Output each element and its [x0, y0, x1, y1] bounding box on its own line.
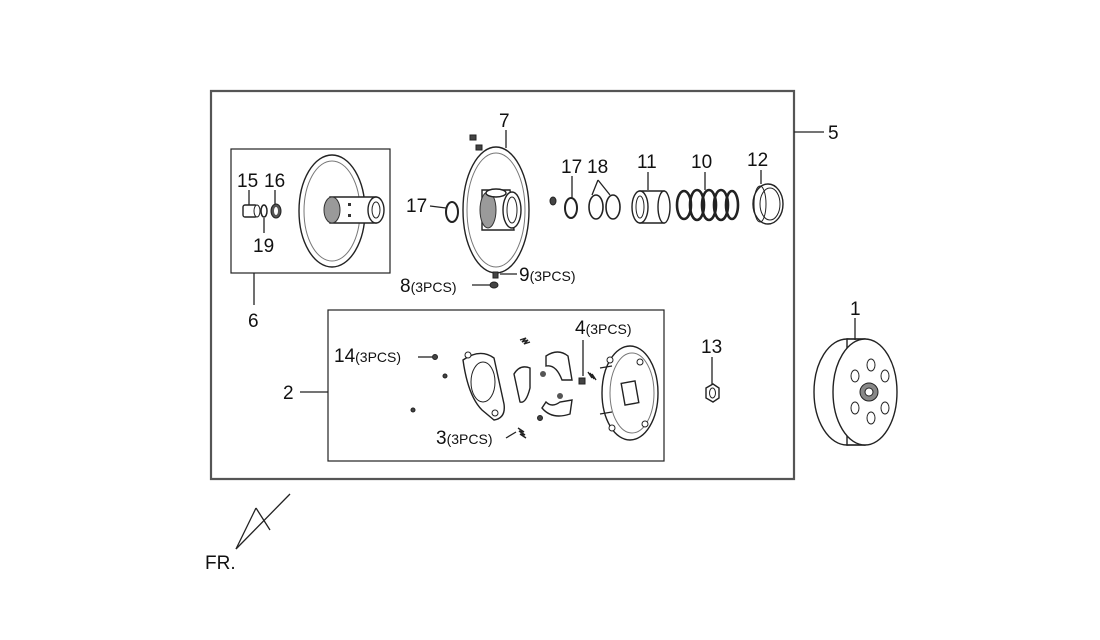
needle-bearing [242, 204, 261, 218]
oil-seal-small [270, 203, 282, 219]
assembly-frame [209, 89, 796, 481]
label-part-14: 14(3PCS) [334, 346, 401, 367]
seal-small-right [549, 196, 557, 206]
nut-13 [705, 383, 720, 403]
label-part-14-qty: (3PCS) [355, 349, 401, 365]
clutch-shoes [513, 351, 573, 417]
washers-14 [410, 354, 448, 413]
clutch-nuts-4 [578, 377, 586, 385]
label-part-3: 3(3PCS) [436, 428, 492, 449]
front-direction-label: FR. [205, 553, 236, 574]
label-part-17-right: 17 [561, 157, 582, 178]
label-part-5: 5 [828, 123, 839, 144]
clutch-backplate [599, 345, 659, 441]
o-rings-18 [588, 194, 621, 220]
label-part-6: 6 [248, 311, 259, 332]
label-part-8: 8(3PCS) [400, 276, 456, 297]
front-direction-arrow [235, 493, 291, 550]
circlip-small [260, 204, 268, 218]
label-part-4-number: 4 [575, 318, 586, 339]
clutch-springs [517, 337, 597, 439]
spring-seat-12 [752, 183, 784, 225]
label-part-8-qty: (3PCS) [411, 279, 457, 295]
label-part-11: 11 [637, 152, 657, 173]
label-part-16: 16 [264, 171, 285, 192]
clutch-outer-1 [813, 338, 898, 446]
label-part-9: 9(3PCS) [519, 265, 575, 286]
label-part-15: 15 [237, 171, 258, 192]
guide-roller-8 [489, 281, 499, 289]
label-part-7: 7 [499, 111, 510, 132]
label-part-12: 12 [747, 150, 768, 171]
label-part-4-qty: (3PCS) [586, 321, 632, 337]
guide-pin-9 [492, 271, 499, 279]
clutch-plate [462, 351, 505, 421]
leader-lines [248, 130, 856, 439]
label-part-1: 1 [850, 299, 861, 320]
o-ring-17-right [564, 197, 578, 219]
label-part-13: 13 [701, 337, 722, 358]
label-part-14-number: 14 [334, 346, 356, 367]
label-part-9-qty: (3PCS) [530, 268, 576, 284]
o-ring-17-left [445, 201, 459, 223]
label-part-3-qty: (3PCS) [447, 431, 493, 447]
guide-pins-7 [469, 134, 483, 151]
small-nut-center [537, 415, 543, 421]
seal-collar-11 [631, 190, 671, 224]
label-part-9-number: 9 [519, 265, 530, 286]
movable-driven-face [462, 146, 530, 274]
label-part-4: 4(3PCS) [575, 318, 631, 339]
label-part-2: 2 [283, 383, 294, 404]
label-part-17-left: 17 [406, 196, 427, 217]
label-part-18: 18 [587, 157, 608, 178]
driven-spring-10 [675, 188, 740, 222]
fixed-driven-face [298, 154, 385, 268]
subassembly-box-6 [230, 148, 391, 274]
subassembly-box-2 [327, 309, 665, 462]
label-part-3-number: 3 [436, 428, 447, 449]
label-part-19: 19 [253, 236, 274, 257]
label-part-8-number: 8 [400, 276, 411, 297]
label-part-10: 10 [691, 152, 712, 173]
